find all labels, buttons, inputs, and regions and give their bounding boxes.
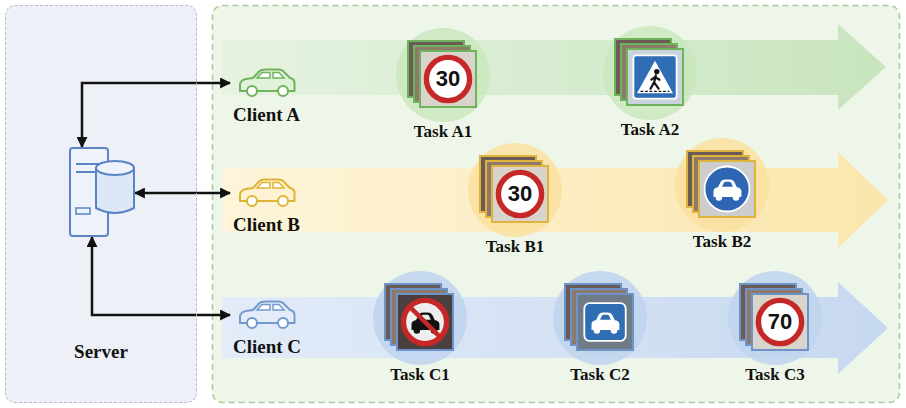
task-halo: [675, 138, 769, 232]
server-node: Server: [5, 5, 197, 403]
sign-image: [578, 295, 632, 349]
sign-image-frame: [576, 293, 634, 351]
car-icon: [237, 178, 297, 208]
sign-image: [700, 162, 754, 216]
lane-arrow: [222, 24, 886, 110]
server-icon-art: [68, 146, 138, 241]
task-label: Task C1: [365, 365, 475, 385]
car-icon: [237, 68, 297, 98]
sign-image-frame: 30: [491, 165, 549, 223]
task-node: Task C2: [545, 283, 655, 385]
task-halo: [603, 26, 697, 120]
task-node: Task A2: [595, 38, 705, 140]
task-label: Task B1: [460, 237, 570, 257]
sign-image: [398, 295, 452, 349]
sign-number: 70: [753, 295, 807, 349]
task-image-stack: 30: [407, 40, 479, 110]
task-image-stack: [564, 283, 636, 353]
server-icon: [68, 146, 138, 241]
task-halo: [396, 28, 490, 122]
car-icon-box: [237, 178, 297, 208]
car-icon: [237, 300, 297, 330]
client-panel: [213, 6, 900, 403]
sign-image: [628, 50, 682, 104]
car-icon-box: [237, 68, 297, 98]
task-halo: [728, 271, 822, 365]
client-label: Client C: [233, 336, 301, 358]
task-image-stack: 70: [739, 283, 811, 353]
double-arrow: [82, 83, 230, 147]
task-image-stack: [384, 283, 456, 353]
task-image-stack: 30: [479, 155, 551, 225]
task-label: Task C2: [545, 365, 655, 385]
task-halo: [373, 271, 467, 365]
client-label: Client B: [233, 214, 300, 236]
sign-image-frame: 70: [751, 293, 809, 351]
task-image-stack: [614, 38, 686, 108]
task-node: Task B2: [667, 150, 777, 252]
task-label: Task C3: [720, 365, 830, 385]
task-label: Task A2: [595, 120, 705, 140]
task-node: 30Task B1: [460, 155, 570, 257]
sign-image-frame: [396, 293, 454, 351]
sign-image-frame: [626, 48, 684, 106]
task-image-stack: [686, 150, 758, 220]
task-label: Task B2: [667, 232, 777, 252]
double-arrow: [92, 237, 230, 315]
server-label: Server: [6, 341, 196, 363]
task-halo: [553, 271, 647, 365]
sign-image-frame: [698, 160, 756, 218]
sign-number: 30: [421, 52, 475, 106]
task-label: Task A1: [388, 122, 498, 142]
task-node: 70Task C3: [720, 283, 830, 385]
client-label: Client A: [233, 104, 300, 126]
server-panel-ground: [5, 5, 197, 403]
double-arrow: [135, 192, 230, 195]
task-node: Task C1: [365, 283, 475, 385]
client-node: Client A: [230, 68, 303, 126]
task-halo: [468, 143, 562, 237]
task-node: 30Task A1: [388, 40, 498, 142]
sign-number: 30: [493, 167, 547, 221]
client-node: Client C: [230, 300, 304, 358]
car-icon-box: [237, 300, 297, 330]
client-node: Client B: [230, 178, 303, 236]
sign-image-frame: 30: [419, 50, 477, 108]
